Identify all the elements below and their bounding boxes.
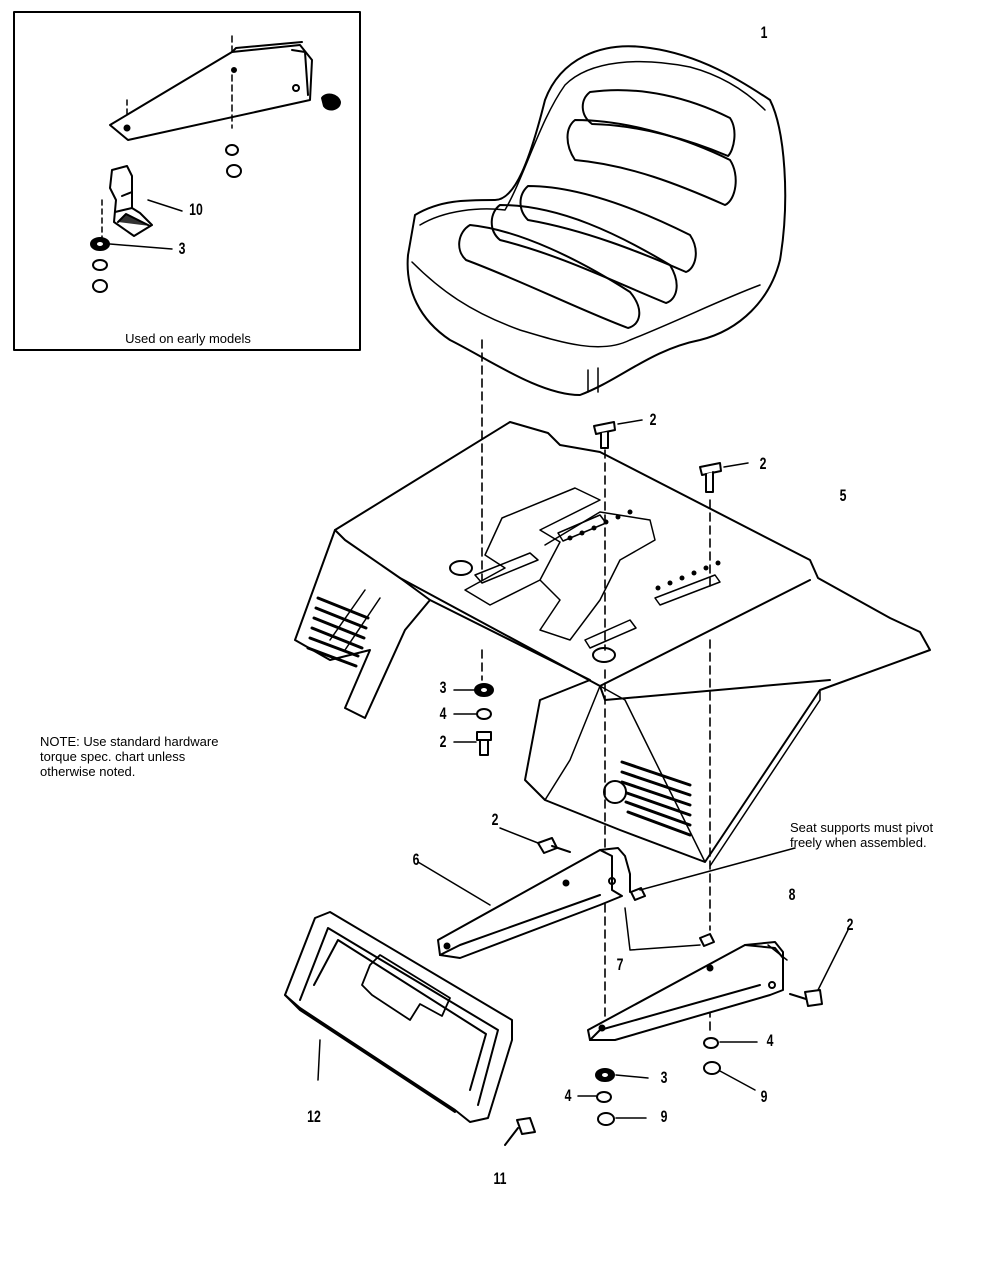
callout-2-a: 2 xyxy=(649,410,657,429)
callout-2-e: 2 xyxy=(846,915,854,934)
inset-early-models xyxy=(13,11,361,351)
callout-9-a: 9 xyxy=(760,1087,768,1106)
callout-2-b: 2 xyxy=(759,454,767,473)
bolt-top-left xyxy=(593,419,643,449)
callout-2-c: 2 xyxy=(439,732,447,751)
hardware-torque-note: NOTE: Use standard hardware torque spec.… xyxy=(40,734,219,779)
hardware-stack-left xyxy=(453,683,494,756)
callout-12: 12 xyxy=(307,1107,321,1126)
callout-10: 10 xyxy=(189,200,203,219)
seat-support-part-8 xyxy=(587,929,849,1041)
seat-support-part-6 xyxy=(417,827,631,959)
callout-6: 6 xyxy=(412,850,420,869)
seat-part-1 xyxy=(406,45,787,396)
callout-9-b: 9 xyxy=(660,1107,668,1126)
callout-5: 5 xyxy=(839,486,847,505)
hardware-stack-bottom xyxy=(577,1037,758,1126)
callout-8: 8 xyxy=(788,885,796,904)
callout-3-b: 3 xyxy=(439,678,447,697)
seat-supports-note: Seat supports must pivot freely when ass… xyxy=(790,820,934,850)
callout-4-b: 4 xyxy=(766,1031,774,1050)
callout-4-c: 4 xyxy=(564,1086,572,1105)
callout-1: 1 xyxy=(760,23,768,42)
callout-3-a: 3 xyxy=(178,239,186,258)
pivot-nuts-part-7 xyxy=(624,847,796,951)
inset-caption: Used on early models xyxy=(125,331,251,346)
tray-part-12 xyxy=(284,911,536,1146)
callout-11: 11 xyxy=(493,1169,507,1188)
callout-3-c: 3 xyxy=(660,1068,668,1087)
callout-7: 7 xyxy=(616,955,624,974)
callout-2-d: 2 xyxy=(491,810,499,829)
callout-4-a: 4 xyxy=(439,704,447,723)
bolt-top-right xyxy=(699,462,749,493)
